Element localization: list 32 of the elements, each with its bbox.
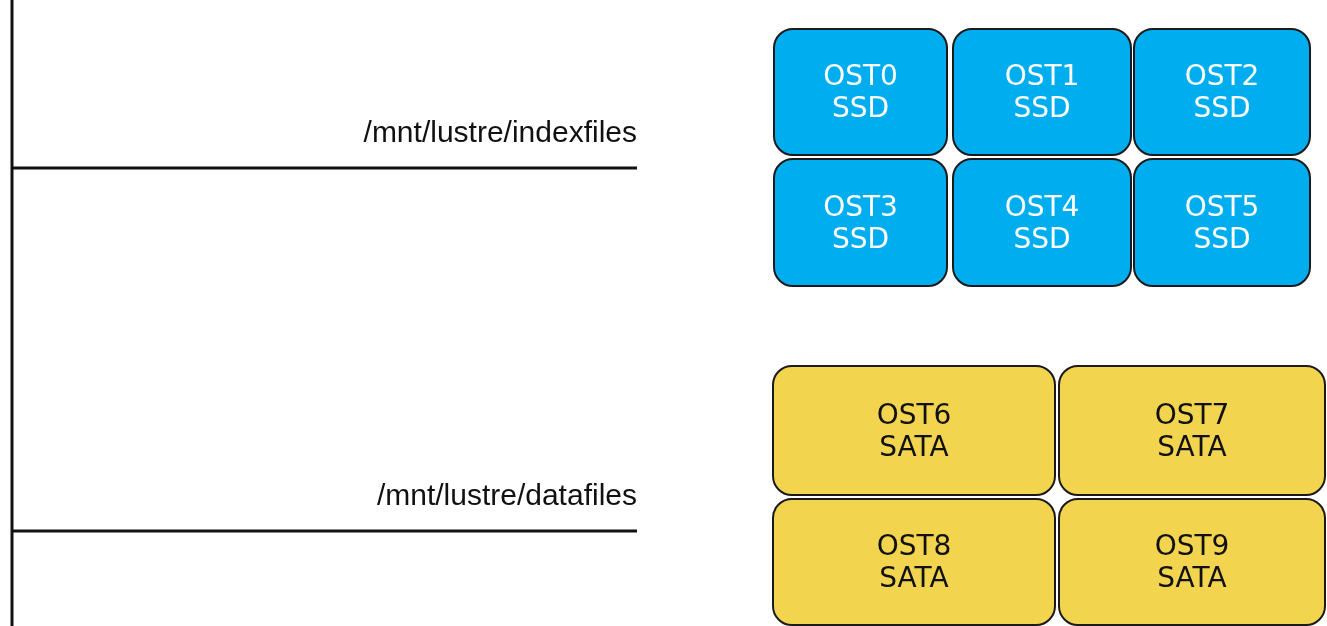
target-name: OST9: [1154, 530, 1230, 562]
sata-storage-box: [772, 498, 1056, 626]
drive-type: SATA: [879, 430, 949, 463]
drive-type: SSD: [1013, 222, 1071, 255]
ssd-storage-box: [1133, 28, 1311, 156]
ssd-storage-box: [952, 28, 1132, 156]
drive-type: SATA: [1157, 430, 1227, 463]
ssd-storage-box: [773, 158, 948, 287]
mount-path: /mnt/lustre/datafiles: [376, 478, 637, 512]
target-name: OST7: [1154, 398, 1230, 431]
target-name: OST1: [1004, 60, 1080, 92]
drive-type: SSD: [831, 222, 890, 255]
ssd-storage-box: [1133, 158, 1311, 287]
ssd-storage-box: [773, 28, 948, 156]
mount-path: /mnt/lustre/indexfiles: [363, 115, 637, 149]
target-name: OST2: [1184, 60, 1260, 92]
drive-type: SSD: [831, 92, 890, 124]
ssd-storage-box: [952, 158, 1132, 287]
sata-storage-box: [1058, 365, 1326, 496]
drive-type: SSD: [1193, 222, 1251, 255]
target-name: OST6: [876, 398, 952, 431]
target-name: OST5: [1184, 190, 1260, 223]
sata-storage-box: [1058, 498, 1326, 626]
sata-storage-box: [772, 365, 1056, 496]
target-name: OST0: [823, 60, 898, 92]
drive-type: SSD: [1013, 92, 1071, 124]
target-name: OST3: [823, 190, 898, 223]
drive-type: SATA: [1157, 562, 1227, 594]
target-name: OST4: [1004, 190, 1080, 223]
target-name: OST8: [876, 530, 952, 562]
drive-type: SSD: [1193, 92, 1251, 124]
drive-type: SATA: [879, 562, 949, 594]
